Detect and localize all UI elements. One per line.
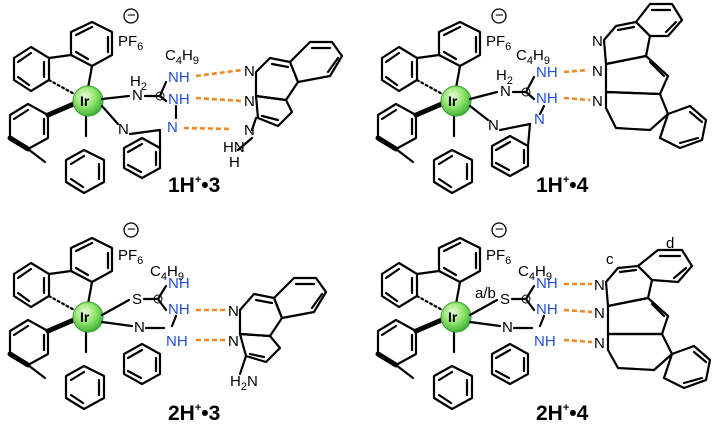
benzim-n1-label: N bbox=[118, 121, 129, 138]
benzim-n3-label: N bbox=[534, 111, 545, 128]
iridium-label-2: Ir bbox=[448, 93, 458, 109]
panel-2-label: 1H+•4 bbox=[536, 174, 589, 197]
counterion-label: PF6 bbox=[118, 247, 143, 267]
annotation-ab: a/b bbox=[475, 285, 496, 302]
benzim-nh-label: NH bbox=[534, 333, 556, 350]
panel-2H-4: − PF6 a/b C4H9 S NH NH N NH c d N N N bbox=[378, 221, 712, 425]
minus-sign: − bbox=[127, 7, 136, 24]
iridium-label-4: Ir bbox=[448, 309, 458, 325]
guest-h-label: H bbox=[229, 154, 240, 171]
guest-n-top-label: N bbox=[594, 277, 605, 294]
amine-n-label: N bbox=[132, 87, 143, 104]
minus-sign: − bbox=[127, 221, 136, 238]
amine-n-label: N bbox=[500, 83, 511, 100]
benzim-n1-label: N bbox=[502, 319, 513, 336]
thio-s-label: S bbox=[132, 291, 142, 308]
annotation-d: d bbox=[666, 235, 674, 252]
counterion-label: PF6 bbox=[486, 247, 511, 267]
butyl-label: C4H9 bbox=[165, 47, 199, 67]
butyl-label: C4H9 bbox=[518, 263, 552, 283]
benzim-n1-label: N bbox=[488, 117, 499, 134]
guanidine-nh-label: NH bbox=[536, 301, 558, 318]
guest-n-top-label: N bbox=[228, 303, 239, 320]
guest-n-bottom-label: N bbox=[244, 122, 255, 139]
counterion-label: PF6 bbox=[486, 33, 511, 53]
nh2-h2-label: H2 bbox=[496, 67, 513, 87]
panel-1H-4: − PF6 C4H9 H2 N NH NH N N N N N bbox=[378, 2, 708, 197]
benzim-n3-label: N bbox=[167, 119, 178, 136]
panel-1H-3: − PF6 C4H9 H2 N NH NH N N N N bbox=[10, 7, 344, 197]
minus-sign: − bbox=[495, 7, 504, 24]
guanidine-nh-label: NH bbox=[168, 301, 190, 318]
iridium-label-1: Ir bbox=[80, 93, 90, 109]
guanidine-nh-label: NH bbox=[168, 91, 190, 108]
imine-nh-label: NH bbox=[168, 69, 190, 86]
annotation-c: c bbox=[606, 251, 614, 268]
panel-3-label: 2H+•3 bbox=[168, 402, 220, 425]
guest-n-mid-label: N bbox=[244, 93, 255, 110]
panel-1-label: 1H+•3 bbox=[168, 174, 220, 197]
butyl-label: C4H9 bbox=[150, 263, 184, 283]
thio-s-label: S bbox=[500, 291, 510, 308]
minus-sign: − bbox=[495, 221, 504, 238]
guanidine-nh-label: NH bbox=[536, 90, 558, 107]
butyl-label: C4H9 bbox=[516, 47, 550, 67]
benzim-n1-label: N bbox=[134, 319, 145, 336]
imine-nh-label: NH bbox=[536, 275, 558, 292]
panel-2H-3: − PF6 C4H9 S NH NH N NH N N H2N 2H+• bbox=[10, 221, 328, 425]
guest-nh2-label: H2N bbox=[230, 373, 258, 393]
guest-n-mid-label: N bbox=[594, 305, 605, 322]
guest-n-mid-label: N bbox=[592, 63, 603, 80]
imine-nh-label: NH bbox=[536, 64, 558, 81]
counterion-label: PF6 bbox=[118, 33, 143, 53]
guest-hn-label: HN bbox=[223, 139, 245, 156]
panel-4-label: 2H+•4 bbox=[536, 402, 589, 425]
guest-n-top-label: N bbox=[592, 33, 603, 50]
guest-n-bottom-label: N bbox=[228, 333, 239, 350]
guest-n-bottom-label: N bbox=[592, 93, 603, 110]
imine-nh-label: NH bbox=[168, 275, 190, 292]
benzim-nh-label: NH bbox=[166, 333, 188, 350]
nh2-h2-label: H2 bbox=[130, 73, 147, 93]
guest-n-top-label: N bbox=[244, 63, 255, 80]
iridium-label-3: Ir bbox=[80, 309, 90, 325]
guest-n-bottom-label: N bbox=[594, 335, 605, 352]
